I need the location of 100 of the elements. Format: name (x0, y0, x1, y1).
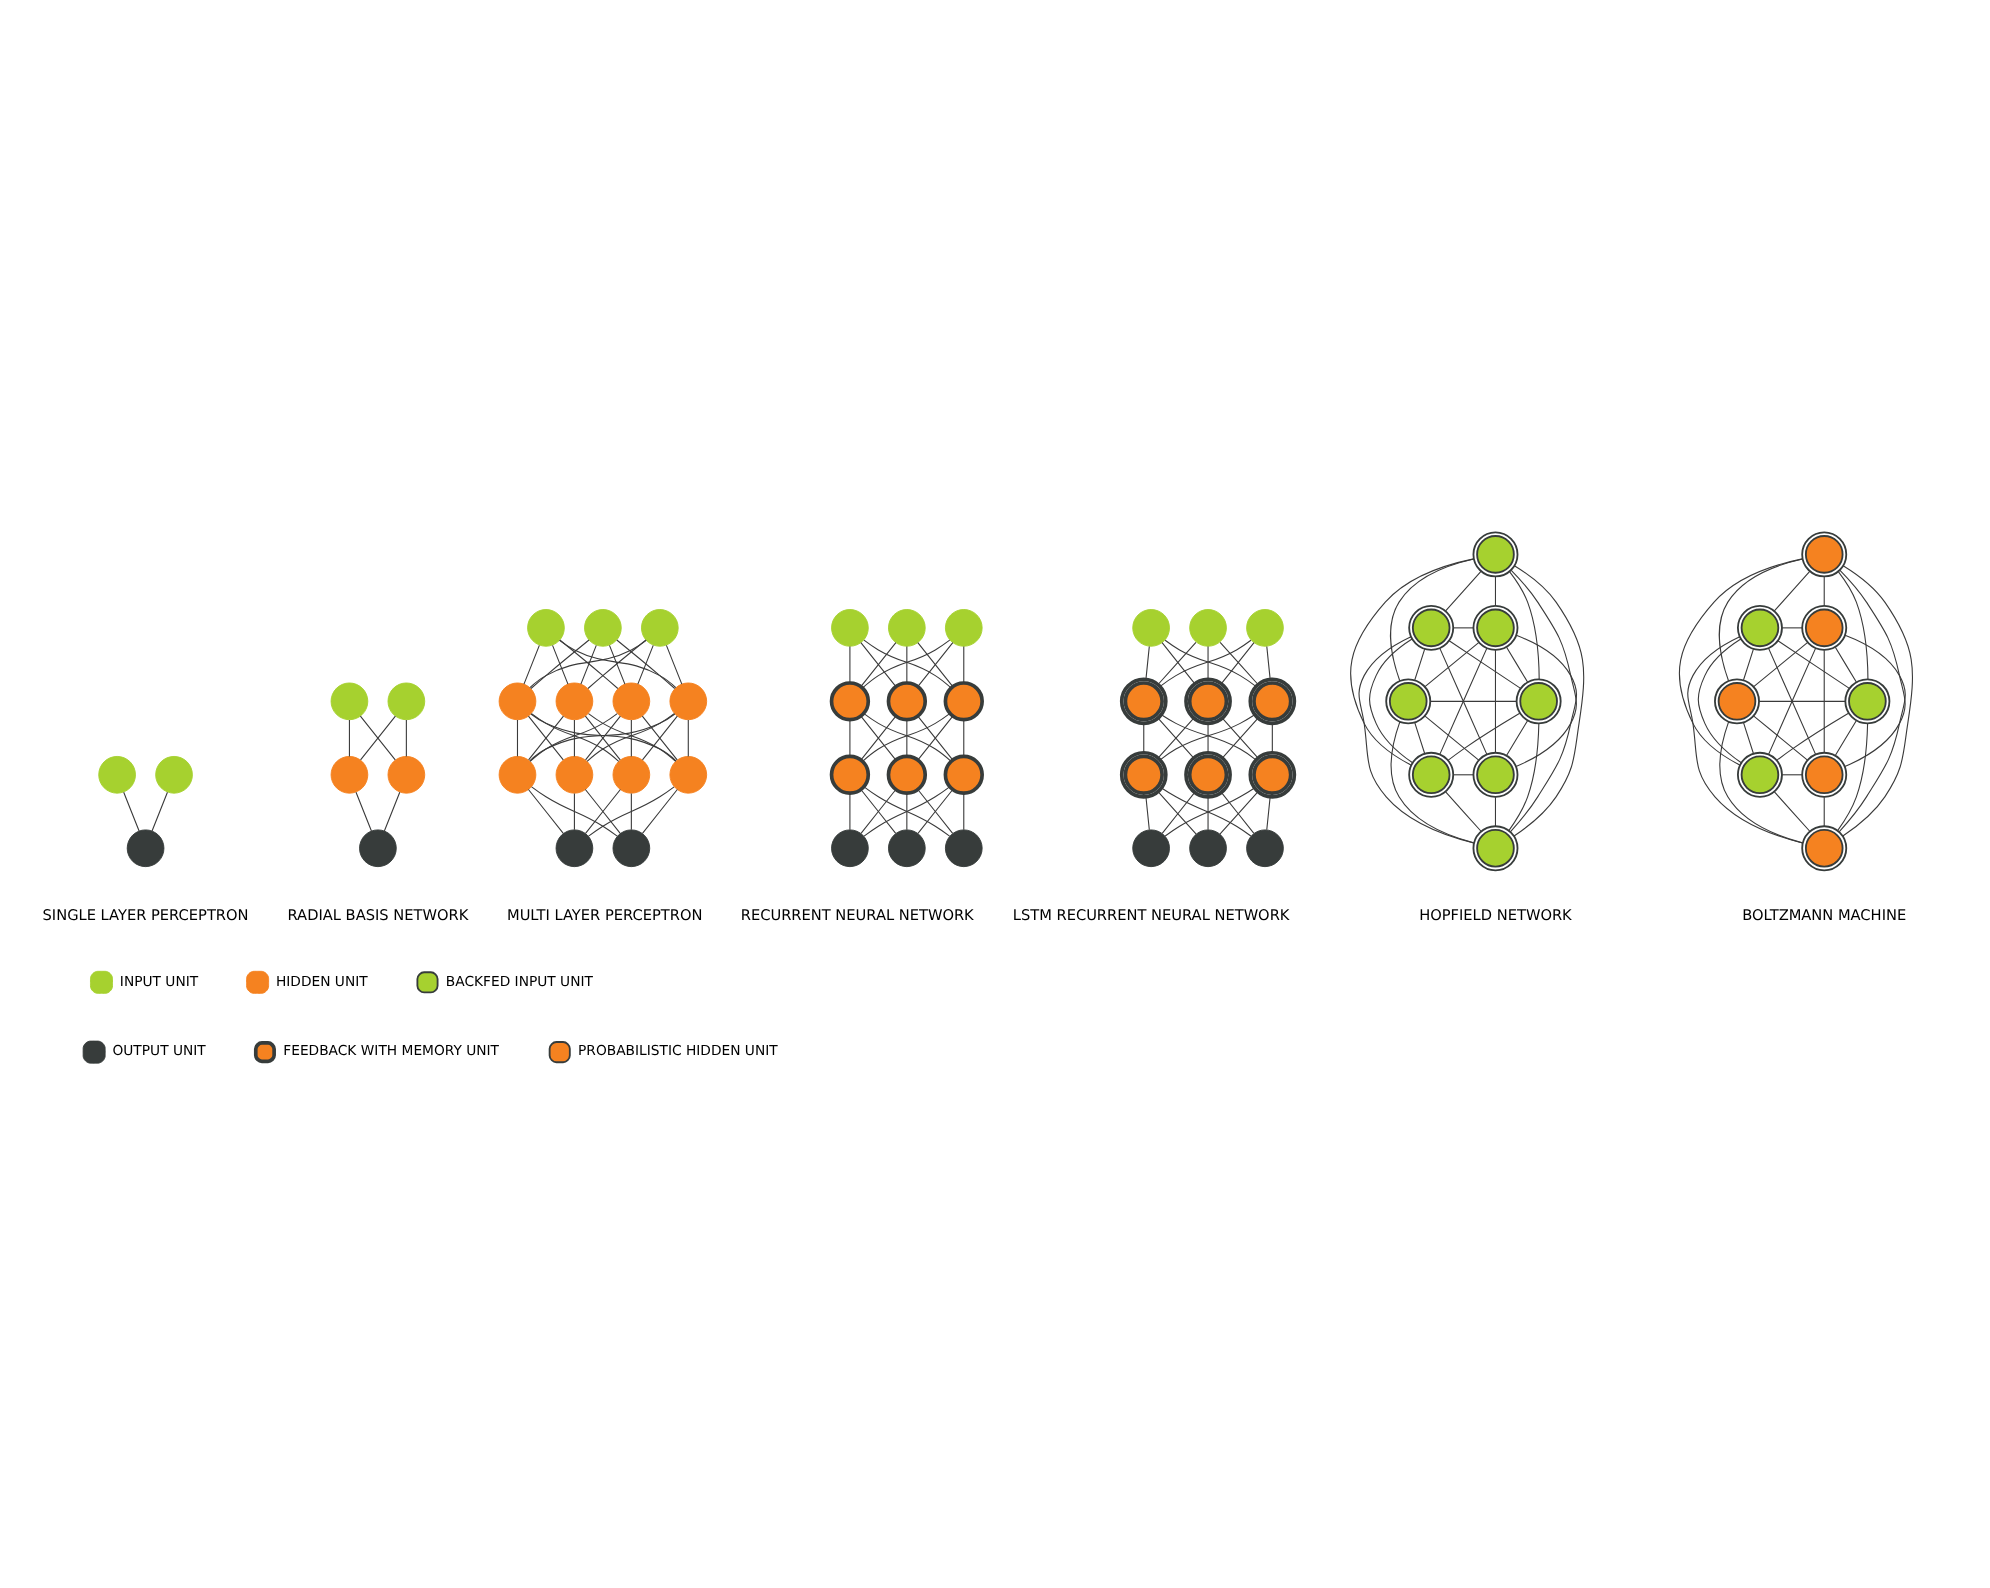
connector (355, 790, 372, 831)
connector (1758, 699, 1846, 701)
connector (1266, 644, 1271, 679)
node-circle (669, 754, 708, 793)
connector (1207, 722, 1209, 753)
connector (1390, 557, 1475, 681)
connector (1424, 641, 1480, 687)
node-circle (1132, 828, 1170, 867)
connector (1838, 633, 1906, 832)
connector (1424, 714, 1480, 760)
connector (531, 785, 618, 836)
connector (849, 791, 851, 830)
connector (573, 718, 575, 756)
connector (1506, 719, 1529, 756)
connector (917, 714, 954, 760)
connector (1837, 570, 1869, 679)
connector (1839, 568, 1906, 767)
connector (1773, 790, 1811, 831)
connector (1445, 569, 1482, 611)
connector (1444, 790, 1482, 831)
connector (1768, 646, 1817, 754)
connector (906, 791, 908, 830)
connector (641, 788, 678, 833)
connector (552, 643, 569, 684)
node-circle (888, 608, 926, 646)
connector (1157, 716, 1195, 758)
connector (1509, 633, 1578, 832)
connector (1834, 719, 1857, 756)
connector (1753, 641, 1808, 687)
connector (559, 638, 619, 689)
connector (1452, 626, 1474, 628)
connector (1510, 568, 1577, 767)
connector (1842, 564, 1913, 836)
node-circle (612, 828, 651, 867)
node-circle (387, 681, 426, 720)
connector (1719, 720, 1803, 843)
connector (527, 788, 564, 833)
connector (1742, 721, 1754, 754)
node-circle (612, 681, 651, 720)
connector (630, 718, 632, 756)
connector (1823, 575, 1825, 606)
connector (1494, 648, 1496, 753)
node-circle (98, 754, 136, 793)
connector (641, 714, 678, 760)
node-circle (1189, 828, 1227, 867)
node-circle (612, 754, 651, 793)
connector (1508, 722, 1540, 831)
connector (1776, 711, 1850, 760)
node-circle (944, 608, 983, 646)
connector (1439, 646, 1488, 754)
connector (1271, 722, 1273, 753)
connector (1145, 795, 1150, 830)
node-circle (330, 754, 369, 793)
connector (1207, 795, 1209, 830)
node-circle (1189, 608, 1227, 646)
connector (1678, 557, 1803, 765)
node-circle (829, 680, 871, 721)
node-circle (886, 753, 928, 794)
connector (608, 643, 626, 684)
connector (573, 791, 575, 830)
node-circle (669, 681, 708, 720)
connector (616, 638, 676, 689)
node-circle (943, 680, 984, 721)
connector (637, 643, 654, 684)
connector (687, 718, 689, 756)
node-circle (527, 608, 565, 646)
connector (917, 641, 954, 686)
node-circle (555, 754, 594, 793)
connector (1781, 626, 1803, 628)
connector (530, 638, 590, 689)
connector (849, 718, 851, 756)
node-circle (155, 754, 193, 793)
connector (1414, 647, 1426, 680)
node-circle (1246, 828, 1284, 867)
node-circle (829, 753, 871, 794)
connector (151, 790, 168, 831)
connector (580, 643, 597, 684)
connector (860, 641, 897, 686)
connector (630, 791, 632, 830)
connector (123, 790, 140, 831)
node-circle (359, 828, 397, 867)
connector (1350, 557, 1475, 765)
connector (1718, 557, 1804, 681)
connector (1742, 647, 1754, 680)
connector (1697, 637, 1742, 763)
connector (1687, 635, 1804, 843)
connector (1494, 575, 1496, 606)
connector (348, 718, 350, 756)
connector (1452, 773, 1474, 775)
connector (849, 644, 851, 683)
connector (863, 785, 951, 836)
node-circle (387, 754, 426, 793)
node-circle (943, 753, 984, 794)
connector (665, 643, 683, 684)
connector (1834, 645, 1857, 682)
connector (1414, 721, 1426, 754)
connector (1777, 639, 1850, 688)
node-circle (1132, 608, 1170, 646)
connector (1509, 570, 1540, 679)
node-circle (126, 828, 165, 867)
